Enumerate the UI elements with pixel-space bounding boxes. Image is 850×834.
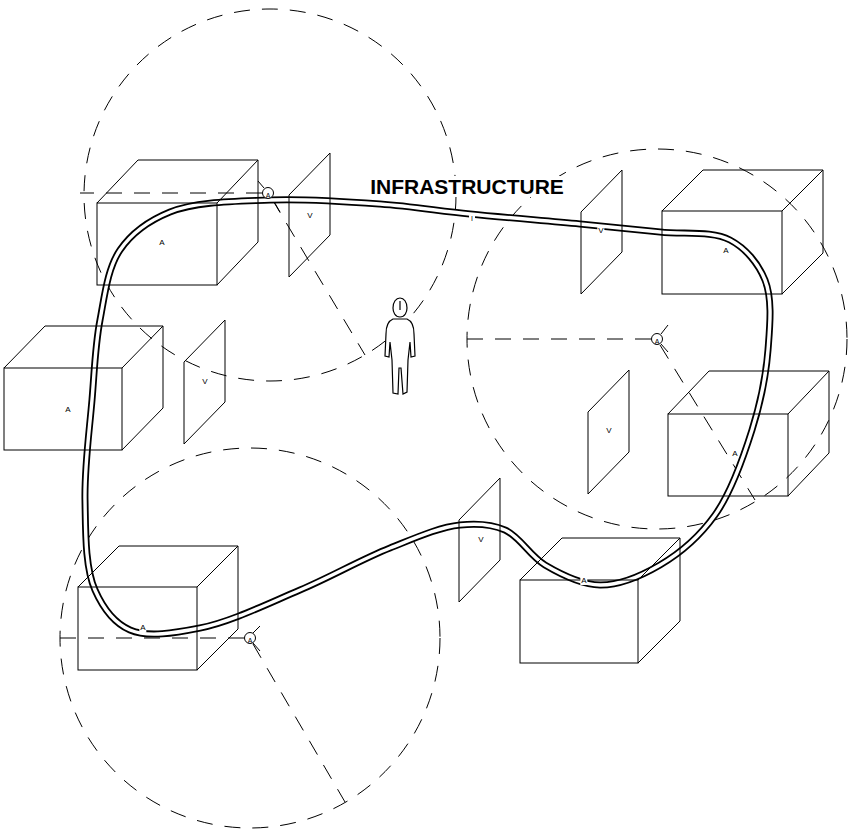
dashed-radius: [272, 199, 365, 355]
title-label: INFRASTRUCTURE: [368, 176, 566, 197]
marker-letter: A: [655, 338, 660, 345]
infrastructure-loop-core: [85, 200, 770, 635]
dashed-radius: [467, 339, 651, 340]
dashed-radius: [660, 345, 755, 500]
view-plane: V: [184, 320, 225, 444]
node-outline: [520, 538, 680, 663]
marker-tick: [253, 626, 260, 633]
building-volume: A: [520, 538, 680, 663]
marker-letter: A: [266, 192, 271, 199]
zone-letter: V: [605, 427, 612, 435]
marker-tick: [253, 643, 260, 651]
infrastructure-loop: [85, 200, 770, 635]
zone-letter: A: [64, 406, 71, 414]
dashed-range-circle: [60, 448, 440, 828]
access-marker: A: [651, 333, 663, 345]
zone-letter: V: [201, 378, 208, 386]
access-marker: A: [262, 187, 274, 199]
node-outline: [97, 160, 258, 285]
zone-letter: A: [731, 450, 738, 458]
zone-letter: V: [597, 227, 604, 235]
zone-letter: V: [477, 536, 484, 544]
marker-tick: [661, 344, 668, 352]
zone-letter: A: [158, 239, 165, 247]
access-marker: A: [244, 632, 256, 644]
node-outline: [78, 546, 238, 670]
node-outline: [662, 170, 823, 294]
zone-letter: A: [139, 624, 146, 632]
dashed-radius: [60, 638, 244, 639]
view-plane: V: [289, 153, 330, 277]
zone-letter: A: [580, 577, 587, 585]
marker-letter: A: [248, 637, 253, 644]
node-outline: [668, 371, 829, 496]
view-plane: V: [459, 478, 500, 602]
marker-tick: [258, 181, 264, 188]
human-figure: [385, 298, 415, 394]
dashed-range-circle: [467, 149, 847, 529]
dashed-radius: [253, 644, 345, 802]
loop-letter: I: [469, 215, 475, 222]
zone-letter: A: [722, 247, 729, 255]
view-plane: V: [588, 370, 629, 494]
building-volume: A: [97, 160, 258, 285]
node-outline: [4, 326, 163, 450]
building-volume: A: [78, 546, 238, 670]
marker-tick: [661, 325, 668, 334]
view-plane: V: [581, 170, 622, 294]
building-volume: A: [668, 371, 829, 496]
zone-letter: V: [306, 212, 313, 220]
building-volume: A: [4, 326, 163, 450]
building-volume: A: [662, 170, 823, 294]
